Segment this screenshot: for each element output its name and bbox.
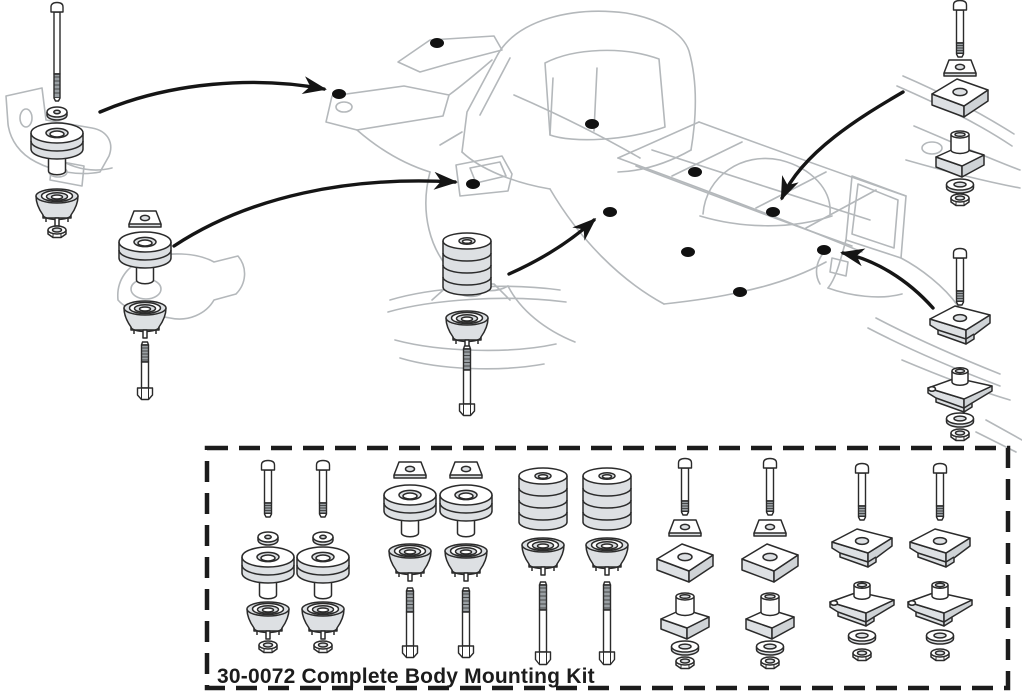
mount-point-dot [766,207,780,217]
mount-point-dots [332,38,831,297]
mount-point-dot [430,38,444,48]
mount-point-dot [585,119,599,129]
mount-point-dot [681,247,695,257]
kit-column-bed-rear-mount [830,464,894,661]
mount-point-dot [466,179,480,189]
kit-label: 30-0072 Complete Body Mounting Kit [217,665,595,688]
callout-arrows [98,76,935,310]
mount-point-dot [603,207,617,217]
kit-column-front-cab-mount [242,461,294,653]
mount-point-dot [332,89,346,99]
kit-column-cab-floor-mount [384,462,436,658]
kit-column-bed-front-mount [657,459,713,669]
kit-box-border [204,445,1011,691]
mount-point-dot [733,287,747,297]
kit-column-bed-rear-mount [908,464,972,661]
kit-column-front-cab-mount [297,461,349,653]
kit-column-center-body-mount [583,468,631,665]
callout-arrow [98,76,327,114]
mount-point-dot [817,245,831,255]
assembly-cab-floor-mount [118,210,172,401]
assembly-bed-front-mount [931,0,989,207]
assembly-center-body-mount [442,232,492,417]
truck-body-wireframe [5,10,1022,453]
kit-column-center-body-mount [519,468,567,665]
callout-arrow [840,248,935,310]
kit-column-bed-front-mount [742,459,798,669]
assembly-front-cab-mount [30,1,84,239]
kit-contents [242,459,972,669]
assembly-bed-rear-mount [927,247,993,442]
kit-box [204,445,1011,691]
kit-column-cab-floor-mount [440,462,492,658]
callout-arrow [172,171,458,248]
mount-point-dot [688,167,702,177]
callout-arrow [780,90,905,201]
callout-arrow [507,217,597,276]
